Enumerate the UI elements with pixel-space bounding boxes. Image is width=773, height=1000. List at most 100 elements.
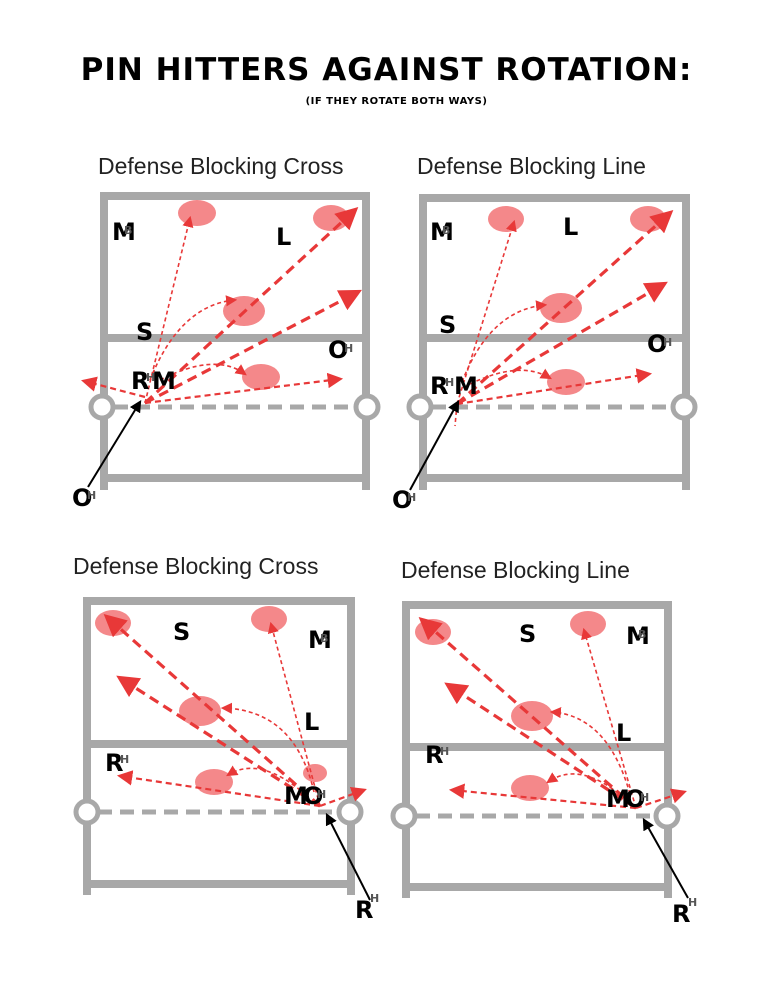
approach-arrow xyxy=(642,817,689,899)
player-subscript: B xyxy=(320,632,328,645)
player-subscript: H xyxy=(370,892,379,905)
antenna-left-1 xyxy=(88,393,116,421)
tip-arrow xyxy=(469,368,552,385)
target-zone xyxy=(195,769,233,795)
player-label: R xyxy=(105,749,123,777)
court-1 xyxy=(88,192,381,490)
shot-arrow xyxy=(444,682,637,810)
player-label: O xyxy=(303,782,323,810)
player-label: O xyxy=(72,484,92,512)
tip-arrow xyxy=(226,765,307,796)
player-label: S xyxy=(136,318,153,346)
player-label: O xyxy=(647,330,667,358)
shot-arrow xyxy=(319,786,367,808)
player-label: R xyxy=(672,900,690,928)
player-subscript: H xyxy=(440,745,449,758)
player-label: L xyxy=(563,213,578,241)
player-subscript: H xyxy=(688,896,697,909)
shot-arrow xyxy=(144,289,362,405)
panel-4-title: Defense Blocking Line xyxy=(401,557,630,583)
target-zone xyxy=(415,619,451,645)
antenna-left-3 xyxy=(73,798,101,826)
player-label: M xyxy=(430,218,454,246)
targets-4 xyxy=(415,611,606,801)
shot-arrow xyxy=(456,281,668,406)
player-label: O xyxy=(328,336,348,364)
player-label: O xyxy=(392,486,412,514)
shot-arrow xyxy=(81,376,146,399)
shot-arrows-2 xyxy=(409,210,674,491)
player-label: L xyxy=(276,223,291,251)
target-zone xyxy=(540,293,582,323)
tip-arrow xyxy=(461,300,548,383)
player-label: M xyxy=(284,782,308,810)
approach-arrow xyxy=(409,399,460,491)
court-4 xyxy=(390,601,681,898)
player-label: L xyxy=(616,719,631,747)
player-label: R xyxy=(355,896,373,924)
shot-arrow xyxy=(456,219,517,405)
shot-arrow xyxy=(116,770,321,808)
player-label: M xyxy=(112,218,136,246)
player-subscript: H xyxy=(317,788,326,801)
player-label: M xyxy=(454,372,478,400)
target-zone xyxy=(179,696,221,726)
court-2 xyxy=(406,194,698,490)
panel-3-title: Defense Blocking Cross xyxy=(73,553,319,579)
player-label: R xyxy=(425,741,443,769)
tip-arrow xyxy=(149,295,238,381)
player-label: R xyxy=(430,372,448,400)
court-3 xyxy=(73,597,364,895)
approach-arrow xyxy=(325,812,371,901)
player-label: S xyxy=(519,620,536,648)
approach-arrow xyxy=(87,399,142,488)
player-subscript: H xyxy=(120,753,129,766)
panel-2-title: Defense Blocking Line xyxy=(417,153,646,179)
shot-arrow xyxy=(267,621,321,807)
player-subscript: B xyxy=(638,628,646,641)
shot-arrows-3 xyxy=(103,614,371,901)
shot-arrows-1 xyxy=(81,206,362,488)
antenna-right-4 xyxy=(653,802,681,830)
players-3: S M B L R H M O H R H xyxy=(105,618,379,924)
shot-arrow xyxy=(581,627,637,809)
player-subscript: H xyxy=(663,336,672,349)
player-subscript: B xyxy=(124,224,132,237)
player-subscript: H xyxy=(640,791,649,804)
players-1: M B L S O H R H M O H xyxy=(72,218,353,512)
antenna-right-2 xyxy=(670,393,698,421)
players-4: S M B L R H M O H R H xyxy=(425,620,697,928)
players-2: M B L S O H R H M O H xyxy=(392,213,672,514)
player-label: M xyxy=(308,626,332,654)
page-title: PIN HITTERS AGAINST ROTATION: xyxy=(80,52,693,88)
target-zone xyxy=(303,764,327,782)
tip-arrow xyxy=(220,702,315,793)
tip-arrow xyxy=(159,363,247,381)
target-zone xyxy=(511,775,549,801)
shot-arrow xyxy=(456,368,653,406)
antenna-right-1 xyxy=(353,393,381,421)
tip-arrow xyxy=(549,707,631,795)
player-subscript: H xyxy=(407,491,416,504)
target-zone xyxy=(242,364,280,390)
shot-arrow xyxy=(448,783,637,810)
player-subscript: H xyxy=(344,342,353,355)
antenna-left-2 xyxy=(406,393,434,421)
antenna-left-4 xyxy=(390,802,418,830)
target-zone xyxy=(511,701,553,731)
player-subscript: B xyxy=(442,224,450,237)
player-label: S xyxy=(173,618,190,646)
player-subscript: H xyxy=(87,489,96,502)
player-label: M xyxy=(606,785,630,813)
target-zone xyxy=(570,611,606,637)
player-label: M xyxy=(626,622,650,650)
player-label: O xyxy=(625,785,645,813)
player-label: R xyxy=(131,367,149,395)
player-label: M xyxy=(152,367,176,395)
player-subscript: H xyxy=(146,371,155,384)
panel-1-title: Defense Blocking Cross xyxy=(98,153,344,179)
shot-arrow xyxy=(144,372,344,405)
